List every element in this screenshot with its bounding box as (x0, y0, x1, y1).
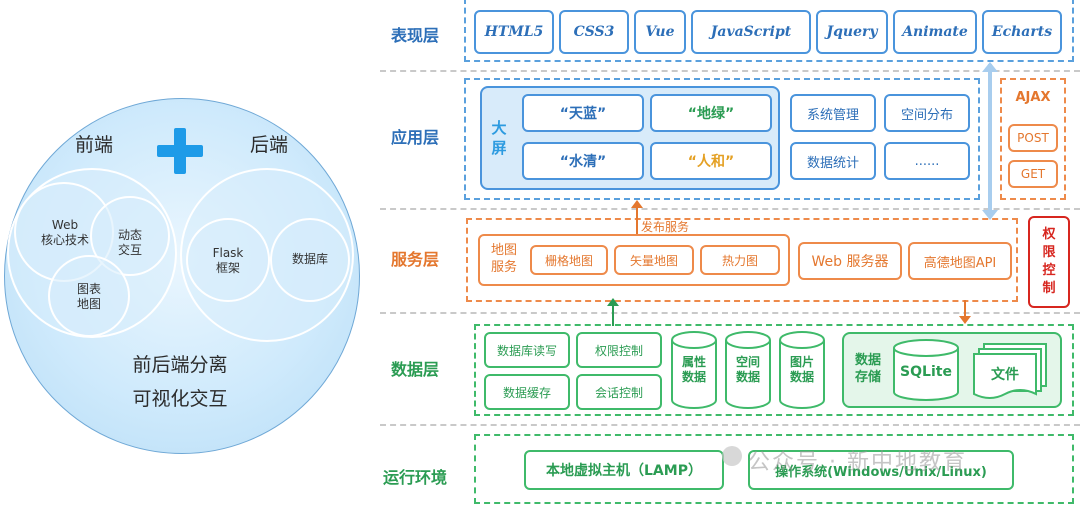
ajax-get-box: GET (1008, 160, 1058, 188)
tech-css3: CSS3 (559, 10, 629, 54)
data-storage-label: 数据 存储 (854, 353, 881, 385)
permission-box: 权限控制 (576, 332, 662, 368)
separation-text: 前后端分离 (132, 354, 228, 376)
publish-arrow-icon (631, 200, 643, 208)
sqlite-cylinder-icon (893, 339, 959, 401)
tech-animate: Animate (893, 10, 977, 54)
data-down-arrow-line (964, 300, 966, 318)
publish-service-label: 发布服务 (641, 220, 690, 234)
database-circle (270, 218, 350, 302)
application-container (464, 78, 980, 200)
system-management-box: 系统管理 (790, 94, 876, 132)
data-layer-label: 数据层 (390, 360, 439, 379)
frontend-label: 前端 (75, 134, 114, 156)
backend-label: 后端 (250, 134, 289, 156)
data-statistics-box: 数据统计 (790, 142, 876, 180)
publish-arrow-line (636, 204, 638, 234)
separator-1 (380, 70, 1080, 72)
session-control-box: 会话控制 (576, 374, 662, 410)
separator-2 (380, 208, 1080, 210)
arrow-up-icon (982, 62, 998, 72)
map-service-panel (478, 234, 790, 286)
heat-map-box: 热力图 (700, 245, 780, 275)
ajax-container (1000, 78, 1066, 200)
runtime-layer-label: 运行环境 (382, 468, 447, 487)
tile-earth-green: “地绿” (650, 94, 772, 132)
image-data-text: 图片 数据 (789, 355, 814, 384)
tech-jquery: Jquery (816, 10, 888, 54)
vector-map-box: 矢量地图 (614, 245, 694, 275)
ajax-post-box: POST (1008, 124, 1058, 152)
spatial-data-text: 空间 数据 (735, 355, 760, 384)
presentation-container (464, 0, 1074, 62)
chart-map-circle (48, 255, 130, 337)
web-core-text: Web 核心技术 (40, 218, 89, 247)
separator-3 (380, 312, 1080, 314)
data-container (474, 324, 1074, 416)
files-text: 文件 (991, 367, 1019, 383)
database-cylinders (671, 331, 825, 409)
local-vm-box: 本地虚拟主机（LAMP） (524, 450, 724, 490)
sqlite-text: SQLite (900, 364, 952, 380)
application-layer-label: 应用层 (390, 128, 439, 147)
flask-circle (186, 218, 270, 302)
tech-html5: HTML5 (474, 10, 554, 54)
service-layer-label: 服务层 (390, 250, 439, 269)
tile-sky-blue: “天蓝” (522, 94, 644, 132)
arrow-down-icon (982, 210, 998, 220)
more-box: ...... (884, 142, 970, 180)
data-down-arrow-icon (959, 316, 971, 324)
visual-interaction-text: 可视化交互 (132, 388, 228, 410)
tile-water-clear: “水清” (522, 142, 644, 180)
flask-text: Flask 框架 (212, 246, 244, 275)
plus-icon-vertical (174, 128, 186, 174)
data-up-arrow-icon (607, 298, 619, 306)
attribute-data-text: 属性 数据 (681, 355, 706, 384)
tech-javascript: JavaScript (691, 10, 811, 54)
cylinder-spatial (725, 331, 771, 409)
web-server-box: Web 服务器 (798, 242, 902, 280)
cylinder-image (779, 331, 825, 409)
cylinder-attr (671, 331, 717, 409)
chart-map-text: 图表 地图 (76, 282, 101, 311)
presentation-layer-label: 表现层 (390, 26, 439, 45)
runtime-container (474, 434, 1074, 504)
tech-echarts: Echarts (982, 10, 1062, 54)
dynamic-interaction-text: 动态 交互 (117, 228, 142, 257)
big-screen-label: 大 屏 (491, 119, 507, 157)
wechat-icon (722, 446, 742, 466)
amap-api-box: 高德地图API (908, 242, 1012, 280)
raster-map-box: 栅格地图 (530, 245, 608, 275)
os-box: 操作系统(Windows/Unix/Linux) (748, 450, 1014, 490)
db-read-write-box: 数据库读写 (484, 332, 570, 368)
presentation-service-link (988, 64, 992, 214)
service-container (466, 218, 1018, 302)
watermark-text: 公众号 · 新中地教育 (748, 450, 967, 475)
data-up-arrow-line (612, 302, 614, 326)
permission-control-box: 权 限 控 制 (1028, 216, 1070, 308)
files-stack-icon (973, 343, 1047, 399)
tech-vue: Vue (634, 10, 686, 54)
tile-people-harmony: “人和” (650, 142, 772, 180)
database-text: 数据库 (291, 252, 328, 266)
spatial-distribution-box: 空间分布 (884, 94, 970, 132)
map-service-label: 地图 服务 (490, 243, 517, 275)
separator-4 (380, 424, 1080, 426)
data-cache-box: 数据缓存 (484, 374, 570, 410)
ajax-title: AJAX (1015, 90, 1051, 105)
